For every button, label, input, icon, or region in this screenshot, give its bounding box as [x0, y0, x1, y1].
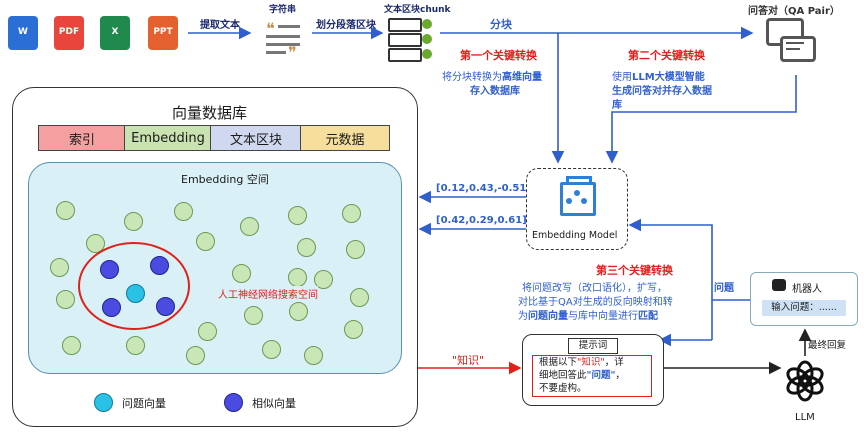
knowledge-label: "知识"	[452, 354, 485, 367]
legend-query-dot	[94, 393, 113, 412]
vector-dot	[196, 232, 215, 251]
legend-similar-dot	[224, 393, 243, 412]
vector-dot	[297, 238, 316, 257]
qa-pair-label: 问答对（QA Pair）	[748, 6, 840, 17]
vector-dot	[342, 204, 361, 223]
chat-bubble-icon	[766, 18, 816, 66]
llm-logo-icon	[784, 360, 826, 402]
vector-dot	[174, 202, 193, 221]
vector-dot	[50, 258, 69, 277]
prompt-content-box: 根据以下"知识"，详 细地回答此"问题"， 不要虚构。	[532, 355, 652, 397]
vector-dot	[314, 270, 333, 289]
embedding-model-box	[526, 168, 628, 250]
similar-vector-dot	[150, 256, 169, 275]
third-transform-desc-2: 对比基于QA对生成的反向映射和转	[518, 297, 673, 308]
second-transform-desc-1: 使用LLM大模型智能	[612, 72, 705, 83]
similar-vector-dot	[100, 260, 119, 279]
query-vector-dot	[126, 284, 145, 303]
first-transform-desc-2: 存入数据库	[470, 86, 520, 97]
vector-dot	[350, 288, 369, 307]
final-reply-label: 最终回复	[808, 340, 847, 351]
vector-dot	[186, 346, 205, 365]
vector-dot	[232, 264, 251, 283]
vector-dot	[240, 217, 259, 236]
prompt-title-box: 提示词	[568, 338, 618, 354]
vector-dot	[124, 212, 143, 231]
chunk-list-icon	[388, 16, 434, 62]
robot-input-field[interactable]: 输入问题：......	[762, 300, 846, 316]
vector-dot	[288, 206, 307, 225]
db-header-embedding: Embedding	[124, 125, 212, 151]
string-label: 字符串	[269, 5, 297, 15]
vector-output-1: [0.12,0.43,-0.51]	[436, 183, 531, 194]
first-transform-desc-1: 将分块转换为高维向量	[442, 72, 542, 83]
pdf-file-icon: PDF	[54, 16, 84, 50]
llm-label: LLM	[795, 412, 815, 423]
ppt-file-icon: PPT	[148, 16, 178, 50]
second-transform-desc-3: 库	[612, 100, 622, 111]
vector-output-2: [0.42,0.29,0.61]	[436, 215, 527, 226]
split-label: 分块	[490, 18, 512, 31]
second-transform-title: 第二个关键转换	[628, 49, 705, 62]
robot-icon	[772, 279, 786, 291]
robot-name: 机器人	[792, 284, 822, 295]
search-space-label: 人工神经网络搜索空间	[218, 286, 318, 301]
vector-dot	[198, 322, 217, 341]
vector-dot	[262, 340, 281, 359]
excel-file-icon: X	[100, 16, 130, 50]
robot-panel	[750, 272, 858, 326]
vector-dot	[62, 336, 81, 355]
first-transform-title: 第一个关键转换	[460, 49, 537, 62]
legend-similar-label: 相似向量	[252, 397, 296, 410]
prompt-box	[522, 334, 664, 406]
vector-dot	[126, 336, 145, 355]
third-transform-desc-3: 为问题向量与库中向量进行匹配	[518, 311, 658, 322]
similar-vector-dot	[156, 297, 175, 316]
extract-text-label: 提取文本	[200, 20, 240, 31]
second-transform-desc-2: 生成问答对并存入数据	[612, 86, 712, 97]
third-transform-desc-1: 将问题改写（改口语化），扩写，	[522, 283, 667, 294]
third-transform-title: 第三个关键转换	[596, 264, 673, 277]
similar-vector-dot	[102, 298, 121, 317]
question-label: 问题	[714, 283, 734, 294]
vector-dot	[289, 302, 308, 321]
db-header-index: 索引	[38, 125, 126, 151]
embedding-model-label: Embedding Model	[532, 230, 618, 241]
vector-dot	[288, 268, 307, 287]
vector-dot	[304, 346, 323, 365]
embedding-model-icon	[558, 176, 596, 216]
legend-query-label: 问题向量	[122, 397, 166, 410]
word-file-icon: W	[8, 16, 38, 50]
chunk-label: 文本区块chunk	[384, 5, 451, 15]
split-paragraph-label: 划分段落区块	[316, 20, 376, 31]
vector-dot	[56, 201, 75, 220]
vector-dot	[346, 240, 365, 259]
db-header-text-chunk: 文本区块	[210, 125, 302, 151]
vector-dot	[244, 306, 263, 325]
search-space-ellipse	[78, 242, 190, 330]
vector-dot	[344, 320, 363, 339]
embedding-space-label: Embedding 空间	[181, 173, 269, 186]
vector-dot	[56, 290, 75, 309]
vector-db-title: 向量数据库	[172, 104, 248, 122]
db-header-metadata: 元数据	[300, 125, 390, 151]
string-text-icon: ❝ ❞	[262, 15, 302, 62]
